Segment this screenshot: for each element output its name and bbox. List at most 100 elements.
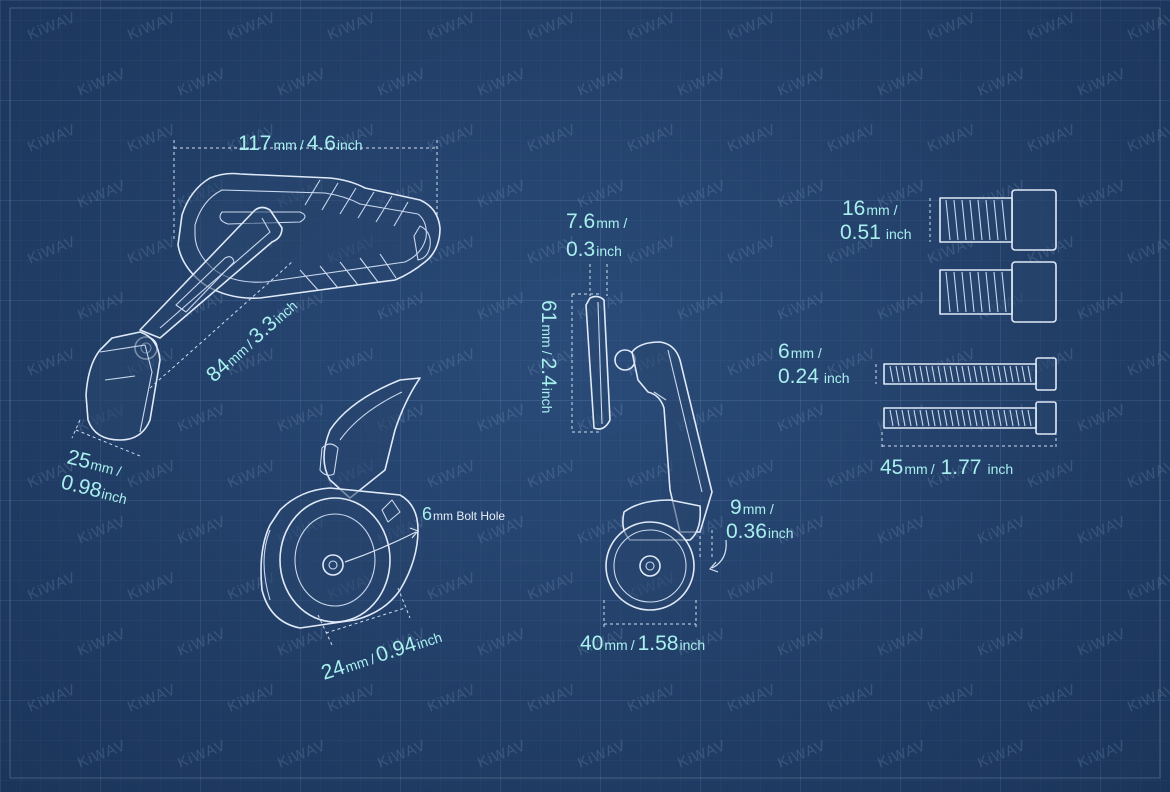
watermark-text: KiWAV xyxy=(775,737,829,772)
watermark-text: KiWAV xyxy=(75,65,129,100)
watermark-text: KiWAV xyxy=(975,625,1029,660)
watermark-text: KiWAV xyxy=(25,345,79,380)
thread-line xyxy=(1009,409,1014,427)
thread-line xyxy=(969,271,975,313)
watermark-text: KiWAV xyxy=(1075,401,1129,436)
watermark-text: KiWAV xyxy=(475,177,529,212)
depth-label-inch: 0.3inch xyxy=(566,238,622,261)
height-dimension-label: 61mm/2.4inch xyxy=(537,300,560,413)
watermark-text: KiWAV xyxy=(825,9,879,44)
thread-line xyxy=(985,199,991,241)
thread-line xyxy=(907,365,912,383)
watermark-text: KiWAV xyxy=(125,233,179,268)
watermark-text: KiWAV xyxy=(725,233,779,268)
watermark-text: KiWAV xyxy=(25,681,79,716)
watermark-text: KiWAV xyxy=(75,513,129,548)
thread-line xyxy=(949,409,954,427)
thread-line xyxy=(913,365,918,383)
watermark-text: KiWAV xyxy=(925,9,979,44)
watermark-text: KiWAV xyxy=(625,9,679,44)
watermark-text: KiWAV xyxy=(225,9,279,44)
watermark-text: KiWAV xyxy=(775,65,829,100)
watermark-text: KiWAV xyxy=(1025,681,1079,716)
watermark-text: KiWAV xyxy=(125,121,179,156)
thread-line xyxy=(895,365,900,383)
watermark-text: KiWAV xyxy=(425,345,479,380)
thread-line xyxy=(1001,271,1007,313)
watermark-text: KiWAV xyxy=(725,569,779,604)
thread-line xyxy=(931,409,936,427)
watermark-text: KiWAV xyxy=(475,737,529,772)
watermark-text: KiWAV xyxy=(725,345,779,380)
watermark-text: KiWAV xyxy=(1125,681,1170,716)
thread-line xyxy=(977,199,983,241)
thread-line xyxy=(889,365,894,383)
thread-line xyxy=(1015,409,1020,427)
thread-line xyxy=(1021,365,1026,383)
watermark-text: KiWAV xyxy=(825,569,879,604)
watermark-text: KiWAV xyxy=(25,569,79,604)
watermark-text: KiWAV xyxy=(625,121,679,156)
clamp-detail-view xyxy=(260,377,421,646)
watermark-text: KiWAV xyxy=(925,569,979,604)
thread-line xyxy=(973,365,978,383)
watermark-text: KiWAV xyxy=(425,681,479,716)
watermark-text: KiWAV xyxy=(375,737,429,772)
side-width-label: 40mm/1.58inch xyxy=(580,632,705,655)
watermark-text: KiWAV xyxy=(825,121,879,156)
watermark-text: KiWAV xyxy=(1125,457,1170,492)
thread-line xyxy=(961,365,966,383)
watermark-text: KiWAV xyxy=(625,681,679,716)
watermark-text: KiWAV xyxy=(1075,737,1129,772)
watermark-text: KiWAV xyxy=(725,457,779,492)
thread-line xyxy=(979,365,984,383)
thread-line xyxy=(945,199,951,241)
watermark-text: KiWAV xyxy=(775,289,829,324)
bolt-hole-label: 6mm Bolt Hole xyxy=(422,504,505,524)
thread-line xyxy=(997,409,1002,427)
thread-line xyxy=(993,271,999,313)
watermark-text: KiWAV xyxy=(225,457,279,492)
watermark-text: KiWAV xyxy=(1025,569,1079,604)
watermark-text: KiWAV xyxy=(175,65,229,100)
watermark-text: KiWAV xyxy=(1025,9,1079,44)
thread-line xyxy=(937,365,942,383)
thread-line xyxy=(961,409,966,427)
watermark-text: KiWAV xyxy=(125,9,179,44)
watermark-text: KiWAV xyxy=(875,737,929,772)
thread-line xyxy=(961,199,967,241)
watermark-text: KiWAV xyxy=(125,457,179,492)
watermark-text: KiWAV xyxy=(1125,345,1170,380)
watermark-text: KiWAV xyxy=(1075,289,1129,324)
watermark-text: KiWAV xyxy=(325,681,379,716)
thread-line xyxy=(937,409,942,427)
watermark-text: KiWAV xyxy=(525,9,579,44)
watermark-text: KiWAV xyxy=(475,625,529,660)
watermark-text: KiWAV xyxy=(1125,233,1170,268)
watermark-text: KiWAV xyxy=(475,289,529,324)
watermark-text: KiWAV xyxy=(1125,121,1170,156)
thread-line xyxy=(991,365,996,383)
watermark-text: KiWAV xyxy=(575,177,629,212)
thread-line xyxy=(955,409,960,427)
thread-line xyxy=(1003,365,1008,383)
watermark-text: KiWAV xyxy=(775,625,829,660)
watermark-text: KiWAV xyxy=(1075,177,1129,212)
thread-line xyxy=(967,409,972,427)
bolts-view xyxy=(875,189,1057,450)
watermark-text: KiWAV xyxy=(225,681,279,716)
thread-line xyxy=(943,365,948,383)
watermark-text: KiWAV xyxy=(325,9,379,44)
watermark-text: KiWAV xyxy=(275,737,329,772)
watermark-text: KiWAV xyxy=(725,121,779,156)
watermark-text: KiWAV xyxy=(875,513,929,548)
watermark-text: KiWAV xyxy=(725,681,779,716)
watermark-text: KiWAV xyxy=(825,681,879,716)
thread-line xyxy=(979,409,984,427)
watermark-text: KiWAV xyxy=(625,233,679,268)
